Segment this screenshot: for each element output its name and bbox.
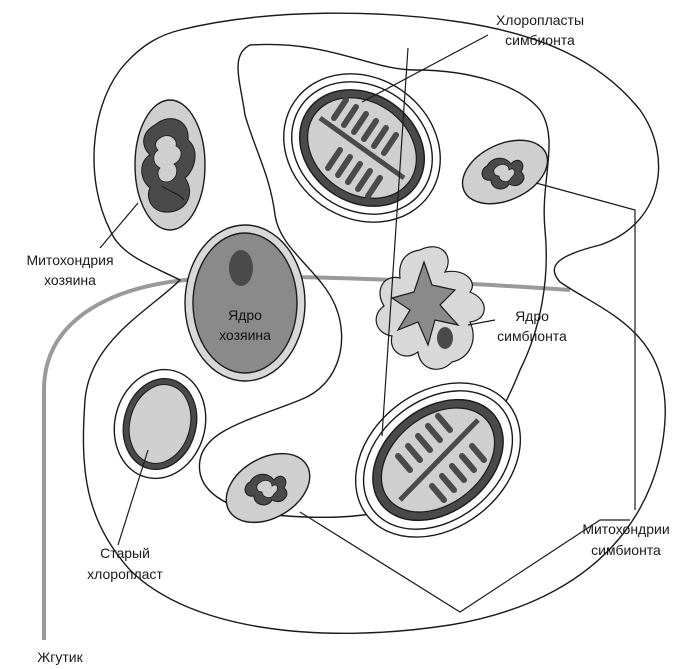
- symbiont-mitochondrion-lower: [225, 452, 311, 524]
- label-host-mitochondria-line2: хозяина: [44, 272, 96, 288]
- leader-symbiont-nucleus: [467, 319, 496, 326]
- symbiont-chloroplast-lower: [354, 382, 522, 538]
- label-chloroplasts-line2: симбионта: [505, 32, 575, 48]
- label-symbiont-mitochondria-line2: симбионта: [591, 542, 661, 558]
- host-nucleus-label-line1: Ядро: [228, 307, 262, 323]
- label-chloroplasts-line1: Хлоропласты: [496, 12, 584, 28]
- leader-host-mitochondrion: [99, 202, 139, 249]
- label-symbiont-mitochondria-line1: Митохондрии: [582, 521, 669, 537]
- label-symbiont-nucleus-line1: Ядро: [515, 308, 549, 324]
- label-host-mitochondria-line1: Митохондрия: [26, 252, 113, 268]
- leader-chloroplasts: [361, 34, 489, 437]
- label-flagellum: Жгутик: [37, 649, 83, 665]
- leader-old-chloroplast: [117, 449, 149, 546]
- host-cell-membrane: [82, 12, 666, 635]
- symbiont-nucleus: [375, 246, 485, 370]
- symbiont-mitochondrion-upper: [461, 139, 549, 205]
- old-chloroplast: [113, 368, 207, 480]
- host-nucleus-label-line2: хозяина: [219, 327, 271, 343]
- host-mitochondrion: [134, 99, 206, 231]
- label-symbiont-nucleus-line2: симбионта: [497, 328, 567, 344]
- symbiont-chloroplast-upper: [283, 73, 441, 223]
- leader-symbiont-mitochondria: [299, 182, 636, 613]
- host-nucleus: [184, 224, 306, 382]
- label-old-chloroplast-line1: Старый: [100, 545, 150, 561]
- label-old-chloroplast-line2: хлоропласт: [87, 566, 163, 582]
- symbiont-cell-membrane: [198, 43, 550, 519]
